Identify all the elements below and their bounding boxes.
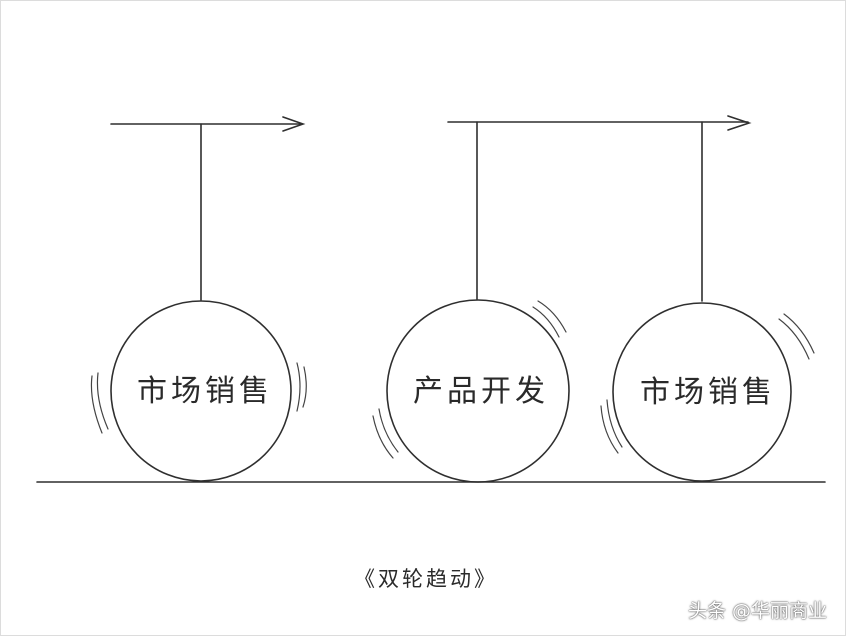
left-arrowhead	[282, 116, 306, 132]
wheel-2-label: 产品开发	[413, 374, 549, 409]
motion-strokes	[90, 300, 815, 459]
wheel-3-label: 市场销售	[640, 375, 776, 410]
right-arrowhead	[727, 115, 752, 131]
wheel-1-circle	[110, 300, 292, 482]
wheel-3-circle	[612, 302, 792, 482]
diagram-caption: 《双轮趋动》	[354, 567, 498, 591]
watermark-text: 头条 @华丽商业	[687, 600, 827, 622]
wheel-1-label: 市场销售	[137, 374, 273, 409]
